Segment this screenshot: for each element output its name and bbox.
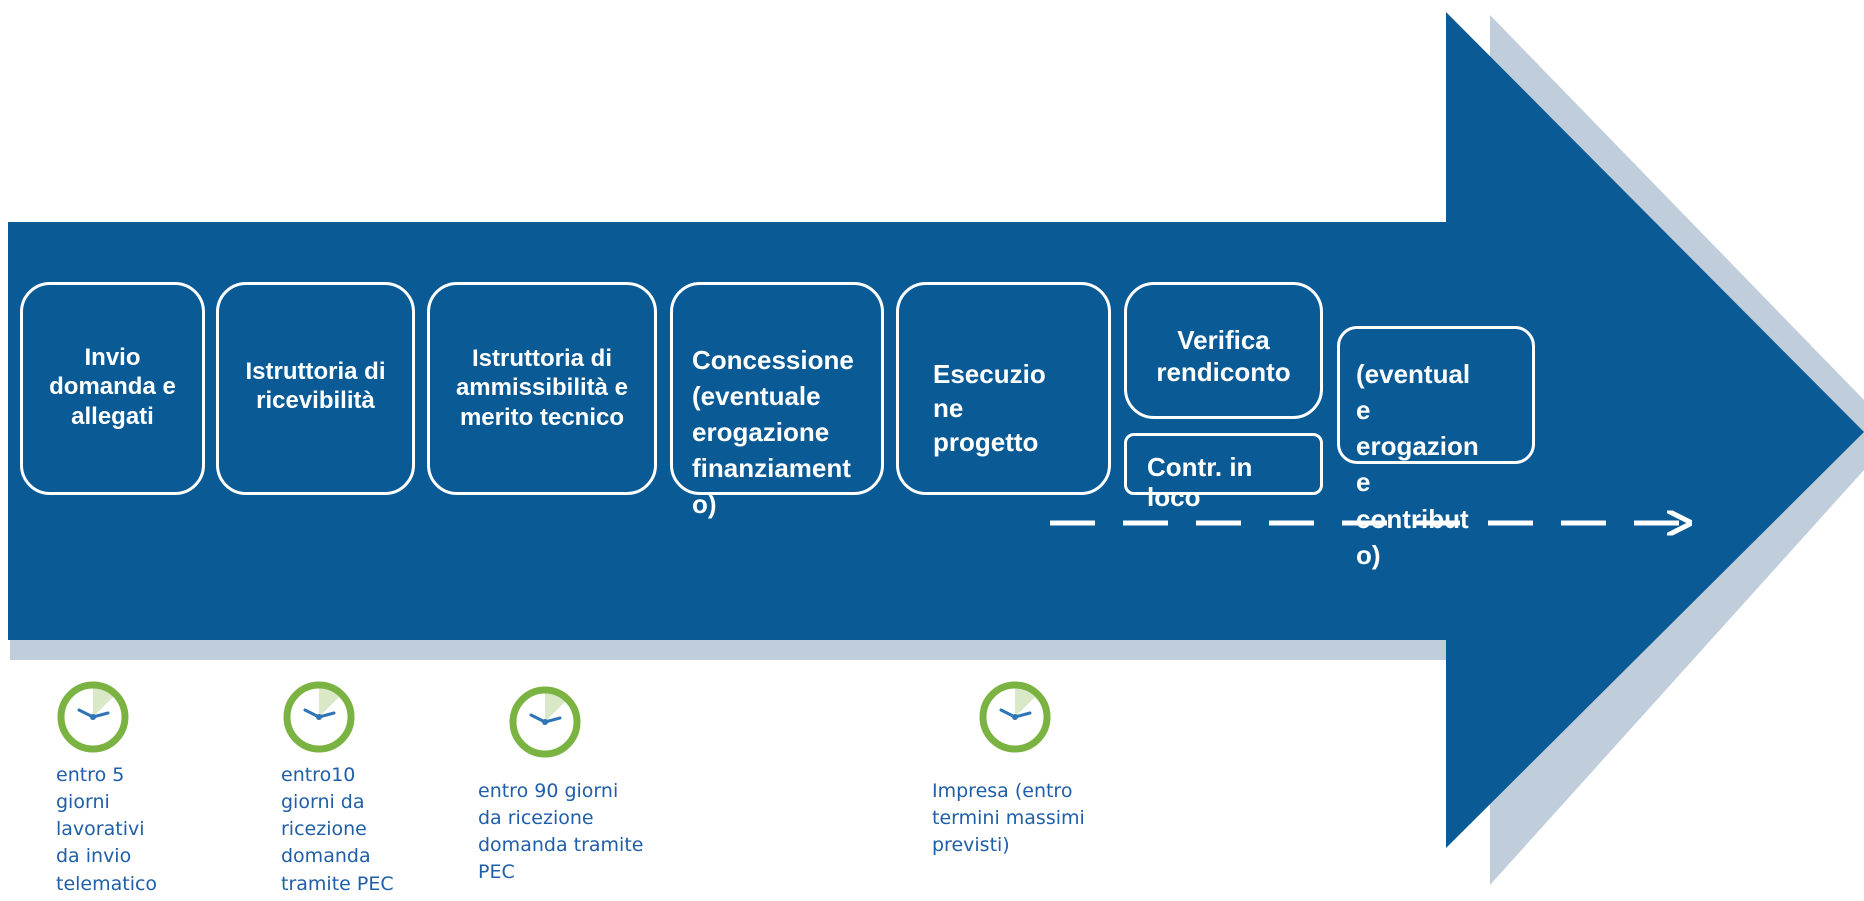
step-label: Concessione (eventuale erogazione finanz… [692, 345, 854, 519]
step-label: Verifica rendiconto [1156, 325, 1291, 387]
step-label: Istruttoria di ammissibilità e merito te… [455, 345, 629, 431]
step-concessione: Concessione (eventuale erogazione finanz… [670, 282, 884, 519]
clock-icon [979, 681, 1051, 753]
step-label: Invio domanda e allegati [49, 344, 176, 430]
timing-note: entro 90 giorni da ricezione domanda tra… [478, 780, 644, 884]
step-istruttoria-ammissibilita: Istruttoria di ammissibilità e merito te… [427, 282, 657, 495]
step-esecuzione-progetto: Esecuzio ne progetto [896, 282, 1111, 495]
timing-note: entro 5 giorni lavorativi da invio telem… [56, 764, 158, 895]
step-erogazione-contributo: (eventual e erogazion e contribut o) [1337, 326, 1535, 570]
clock-icon [57, 681, 129, 753]
step-label: (eventual e erogazion e contribut o) [1356, 359, 1479, 570]
timing-note: entro10 giorni da ricezione domanda tram… [281, 764, 394, 895]
step-verifica-rendiconto: Verifica rendiconto [1124, 282, 1323, 419]
step-label: Esecuzio ne progetto [933, 359, 1046, 457]
timing-note: Impresa (entro termini massimi previsti) [932, 780, 1085, 857]
step-istruttoria-ricevibilita: Istruttoria di ricevibilità [216, 282, 415, 495]
arrow-body [8, 12, 1864, 848]
clock-icon [283, 681, 355, 753]
step-label: Istruttoria di ricevibilità [245, 358, 386, 415]
step-label: Contr. in loco [1147, 452, 1253, 512]
clock-icon [509, 686, 581, 758]
step-invio-domanda: Invio domanda e allegati [20, 282, 205, 495]
step-controllo-in-loco: Contr. in loco [1124, 433, 1323, 512]
